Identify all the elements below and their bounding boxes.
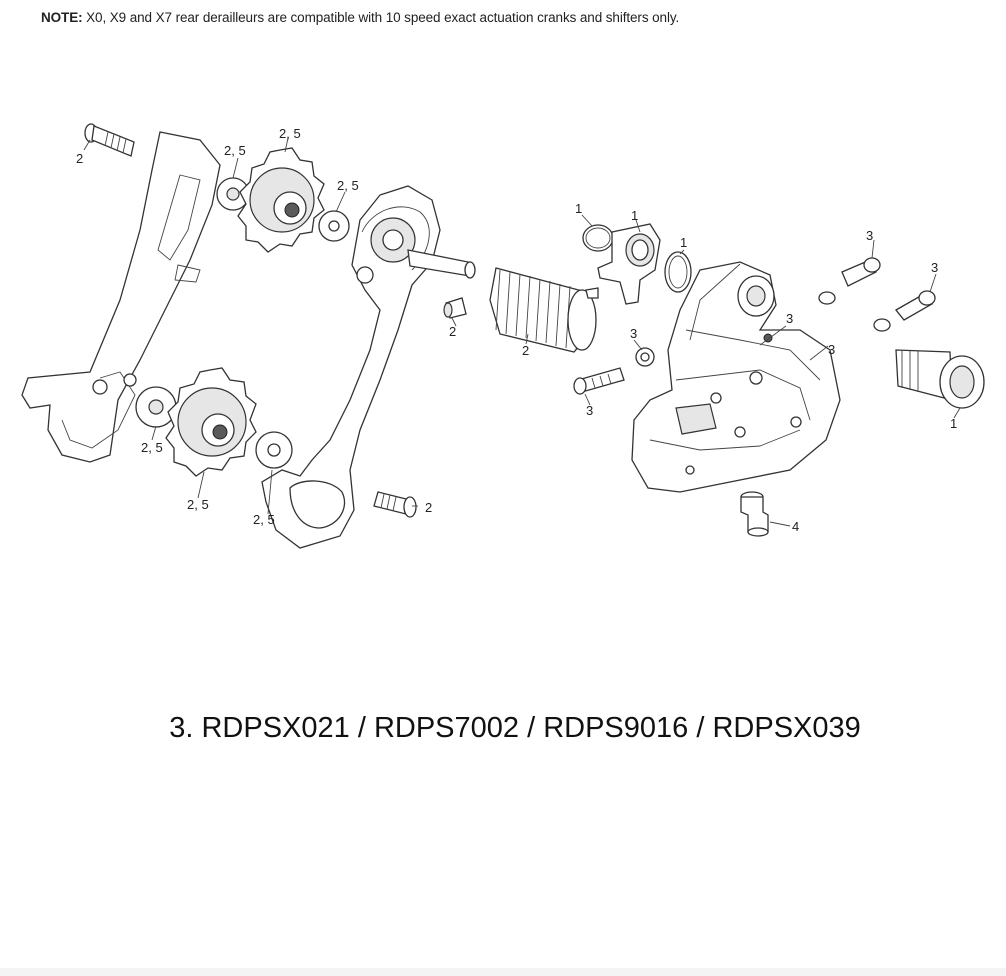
cage-bolt-upper <box>84 123 135 157</box>
callout-label: 2 <box>76 151 83 166</box>
exploded-parts-diagram: 2 2, 5 2, 5 2, 5 2, 5 2, 5 2, 5 2 2 2 1 … <box>0 110 1006 560</box>
callout-label: 1 <box>575 201 582 216</box>
mounting-bolt <box>895 349 985 409</box>
note-label: NOTE: <box>41 10 83 25</box>
callout-label: 2, 5 <box>337 178 359 193</box>
callout-label: 1 <box>631 208 638 223</box>
lower-pulley <box>135 367 293 477</box>
diagram-canvas: 2 2, 5 2, 5 2, 5 2, 5 2, 5 2, 5 2 2 2 1 … <box>21 123 985 549</box>
upper-pulley <box>216 147 350 253</box>
callout-label: 1 <box>950 416 957 431</box>
return-spring <box>489 267 599 353</box>
outer-cage-plate <box>21 131 221 463</box>
b-knuckle-hardware <box>582 223 692 305</box>
callout-label: 3 <box>630 326 637 341</box>
callout-label: 2 <box>522 343 529 358</box>
callout-label: 2, 5 <box>279 126 301 141</box>
callout-label: 3 <box>866 228 873 243</box>
body-screws <box>573 257 936 395</box>
inner-cage-plate <box>261 185 476 549</box>
callout-label: 2, 5 <box>224 143 246 158</box>
cable-bushing <box>740 491 769 537</box>
callout-label: 2, 5 <box>141 440 163 455</box>
note-text: X0, X9 and X7 rear derailleurs are compa… <box>86 10 680 25</box>
footer-band <box>0 968 1006 976</box>
callout-label: 2, 5 <box>253 512 275 527</box>
part-number-caption: 3. RDPSX021 / RDPS7002 / RDPS9016 / RDPS… <box>169 712 861 744</box>
compatibility-note: NOTE: X0, X9 and X7 rear derailleurs are… <box>41 10 679 25</box>
callout-label: 3 <box>828 342 835 357</box>
callout-label: 3 <box>931 260 938 275</box>
cage-stop-bolt <box>443 297 467 319</box>
callout-label: 4 <box>792 519 799 534</box>
callout-label: 2 <box>449 324 456 339</box>
callout-leaders <box>83 137 961 527</box>
callout-label: 2 <box>425 500 432 515</box>
cage-bolt-lower <box>373 491 417 518</box>
derailleur-body <box>631 261 841 493</box>
callout-label: 3 <box>786 311 793 326</box>
callout-label: 3 <box>586 403 593 418</box>
callout-label: 1 <box>680 235 687 250</box>
callout-label: 2, 5 <box>187 497 209 512</box>
